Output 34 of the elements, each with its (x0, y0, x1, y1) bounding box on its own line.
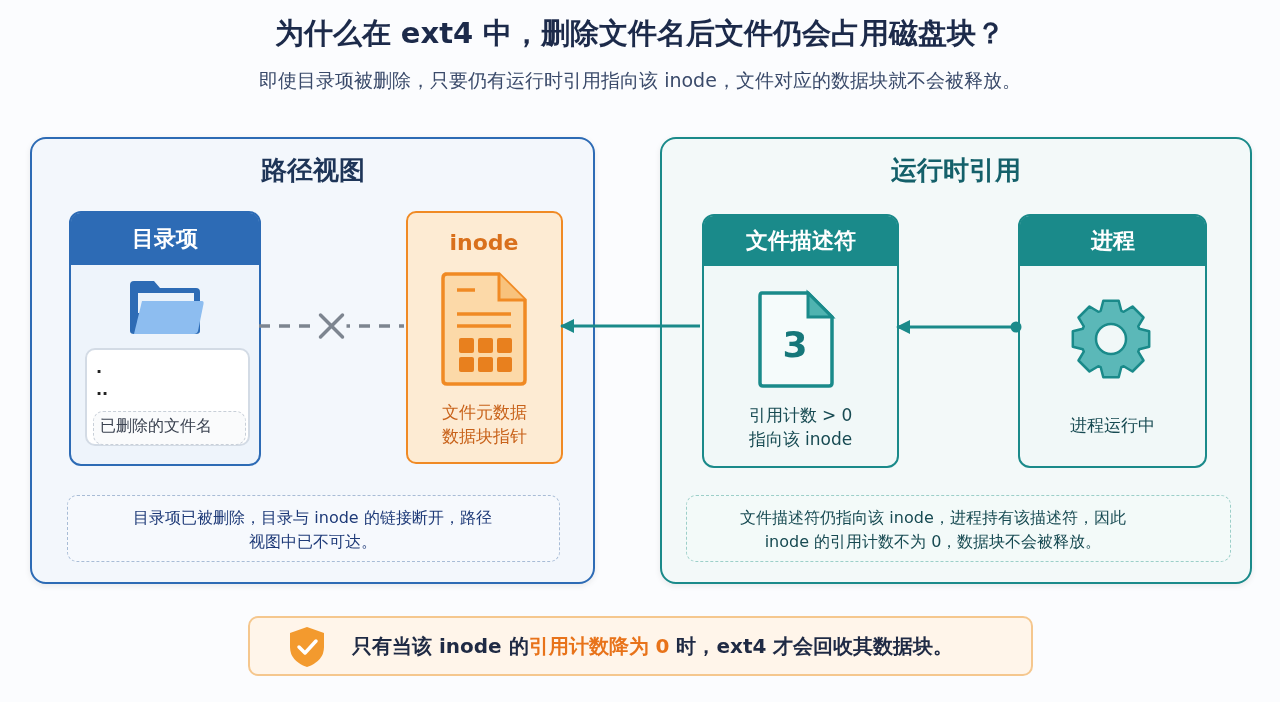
panel-title: 路径视图 (259, 154, 366, 187)
card-header: 目录项 (71, 213, 259, 265)
conclusion-text: 只有当该 inode 的引用计数降为 0 时，ext4 才会回收其数据块。 (352, 633, 955, 660)
card-text: 进程运行中 (1069, 414, 1156, 437)
subtitle: 即使目录项被删除，只要仍有运行时引用指向该 inode，文件对应的数据块就不会被释放。 (258, 68, 1022, 93)
directory-entry-card (69, 211, 261, 466)
file-descriptor-card (702, 214, 899, 468)
process-card (1018, 214, 1207, 468)
title: 为什么在 ext4 中，删除文件名后文件仍会占用磁盘块？ (273, 15, 1007, 52)
card-header: 文件描述符 (704, 216, 897, 266)
note-text: 文件描述符仍指向该 inode，进程持有该描述符，因此 inode 的引用计数不为 0，数据块不会被释放。 (739, 507, 1127, 553)
arrow (560, 319, 700, 333)
inode-card (406, 211, 563, 464)
card-text: 指向该 inode (747, 428, 854, 451)
note-text: 目录项已被删除，目录与 inode 的链接断开，路径视图中已不可达。 (132, 507, 493, 553)
note-box (67, 495, 560, 562)
panel (30, 137, 595, 584)
entry-name: .. (96, 380, 110, 399)
note-box (686, 495, 1231, 562)
card-title: inode (448, 229, 520, 255)
card-text: 文件元数据 (440, 400, 528, 424)
panel (660, 137, 1252, 584)
panel-title: 运行时引用 (890, 154, 1022, 187)
entry-name: . (96, 358, 104, 377)
card-text: 引用计数 > 0 (747, 404, 854, 427)
card-header: 进程 (1020, 216, 1205, 266)
deleted-entry (93, 411, 246, 445)
broken-link-line (259, 324, 404, 328)
conclusion-banner (248, 616, 1033, 676)
card-text: 数据块指针 (440, 424, 528, 448)
entry-name: 已删除的文件名 (99, 416, 213, 437)
arrow (896, 320, 1022, 334)
count-number: 3 (781, 324, 809, 365)
entry-list (85, 348, 250, 446)
